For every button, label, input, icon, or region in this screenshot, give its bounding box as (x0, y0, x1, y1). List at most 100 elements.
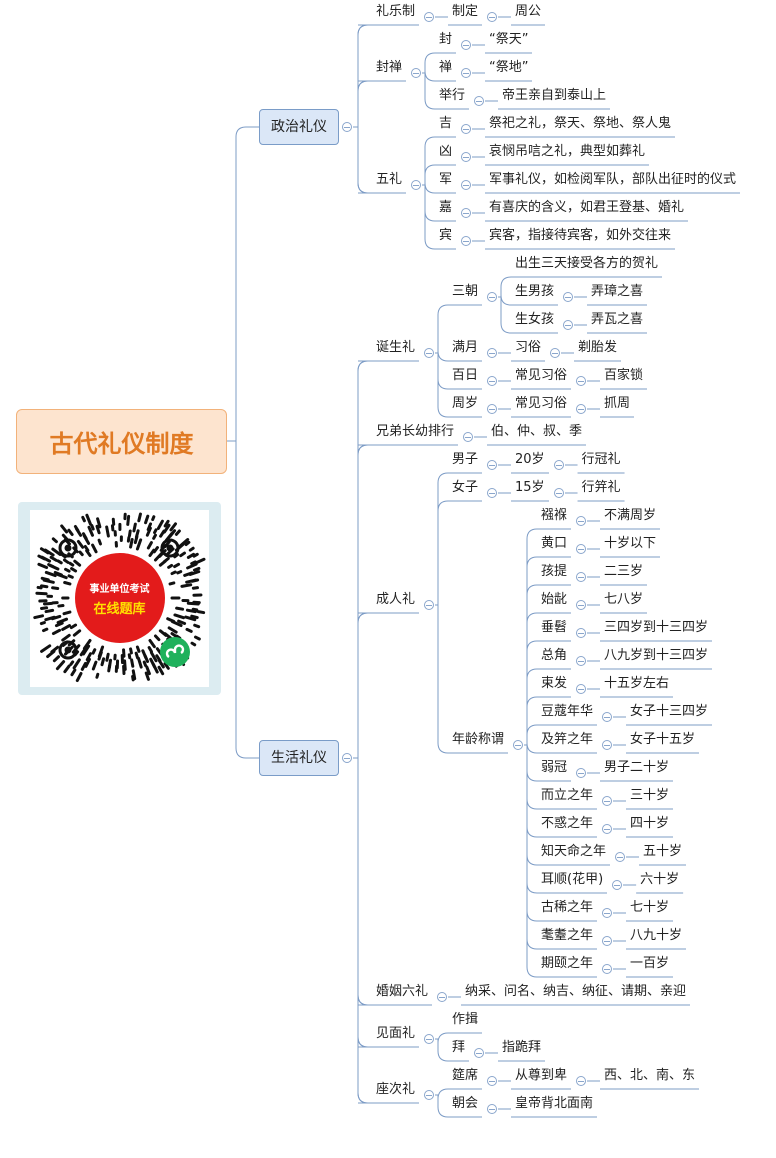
node-collapse-toggle[interactable] (576, 516, 586, 526)
topic-node[interactable]: 出生三天接受各方的贺礼 (515, 255, 658, 273)
node-collapse-toggle[interactable] (424, 1034, 434, 1044)
topic-node[interactable]: 嘉 (439, 199, 452, 217)
node-collapse-toggle[interactable] (550, 348, 560, 358)
topic-node[interactable]: 百家锁 (604, 367, 643, 385)
topic-node[interactable]: 周岁 (452, 395, 478, 413)
node-collapse-toggle[interactable] (461, 68, 471, 78)
topic-node[interactable]: 四十岁 (630, 815, 669, 833)
topic-node[interactable]: 皇帝背北面南 (515, 1095, 593, 1113)
topic-node[interactable]: 凶 (439, 143, 452, 161)
main-collapse-toggle[interactable] (342, 753, 352, 763)
topic-node[interactable]: 黄口 (541, 535, 567, 553)
node-collapse-toggle[interactable] (487, 348, 497, 358)
topic-node[interactable]: 纳采、问名、纳吉、纳征、请期、亲迎 (465, 983, 686, 1001)
node-collapse-toggle[interactable] (487, 488, 497, 498)
node-collapse-toggle[interactable] (487, 460, 497, 470)
topic-node[interactable]: 礼乐制 (376, 3, 415, 21)
node-collapse-toggle[interactable] (487, 404, 497, 414)
topic-node[interactable]: 生女孩 (515, 311, 554, 329)
topic-node[interactable]: 有喜庆的含义，如君王登基、婚礼 (489, 199, 684, 217)
topic-node[interactable]: 习俗 (515, 339, 541, 357)
topic-node[interactable]: 襁褓 (541, 507, 567, 525)
node-collapse-toggle[interactable] (612, 880, 622, 890)
node-collapse-toggle[interactable] (487, 12, 497, 22)
topic-node[interactable]: 男子二十岁 (604, 759, 669, 777)
node-collapse-toggle[interactable] (576, 544, 586, 554)
topic-node[interactable]: 垂髫 (541, 619, 567, 637)
node-collapse-toggle[interactable] (554, 460, 564, 470)
node-collapse-toggle[interactable] (554, 488, 564, 498)
node-collapse-toggle[interactable] (461, 40, 471, 50)
topic-node[interactable]: 总角 (541, 647, 567, 665)
node-collapse-toggle[interactable] (602, 908, 612, 918)
topic-node[interactable]: 成人礼 (376, 591, 415, 609)
node-collapse-toggle[interactable] (602, 964, 612, 974)
topic-node[interactable]: 举行 (439, 87, 465, 105)
node-collapse-toggle[interactable] (576, 628, 586, 638)
topic-node[interactable]: 弄璋之喜 (591, 283, 643, 301)
node-collapse-toggle[interactable] (437, 992, 447, 1002)
node-collapse-toggle[interactable] (602, 712, 612, 722)
topic-node[interactable]: 六十岁 (640, 871, 679, 889)
topic-node[interactable]: 禅 (439, 59, 452, 77)
topic-node[interactable]: 女子十五岁 (630, 731, 695, 749)
node-collapse-toggle[interactable] (424, 348, 434, 358)
topic-node[interactable]: 弱冠 (541, 759, 567, 777)
topic-node[interactable]: 常见习俗 (515, 395, 567, 413)
topic-node[interactable]: 古稀之年 (541, 899, 593, 917)
node-collapse-toggle[interactable] (474, 96, 484, 106)
main-collapse-toggle[interactable] (342, 122, 352, 132)
topic-node[interactable]: 而立之年 (541, 787, 593, 805)
topic-node[interactable]: 七十岁 (630, 899, 669, 917)
node-collapse-toggle[interactable] (424, 12, 434, 22)
node-collapse-toggle[interactable] (487, 1104, 497, 1114)
topic-node[interactable]: 宾 (439, 227, 452, 245)
topic-node[interactable]: 百日 (452, 367, 478, 385)
node-collapse-toggle[interactable] (576, 1076, 586, 1086)
topic-node[interactable]: 始龀 (541, 591, 567, 609)
node-collapse-toggle[interactable] (602, 936, 612, 946)
topic-node[interactable]: 女子 (452, 479, 478, 497)
topic-node[interactable]: 吉 (439, 115, 452, 133)
topic-node[interactable]: 五十岁 (643, 843, 682, 861)
topic-node[interactable]: 封禅 (376, 59, 402, 77)
topic-node[interactable]: 20岁 (515, 451, 545, 469)
node-collapse-toggle[interactable] (461, 180, 471, 190)
node-collapse-toggle[interactable] (602, 796, 612, 806)
topic-node[interactable]: 孩提 (541, 563, 567, 581)
node-collapse-toggle[interactable] (461, 208, 471, 218)
topic-node[interactable]: 五礼 (376, 171, 402, 189)
node-collapse-toggle[interactable] (487, 292, 497, 302)
topic-node[interactable]: 耳顺(花甲) (541, 871, 603, 889)
node-collapse-toggle[interactable] (461, 152, 471, 162)
topic-node[interactable]: 年龄称谓 (452, 731, 504, 749)
topic-node[interactable]: “祭地” (489, 59, 528, 77)
topic-node[interactable]: 耄耋之年 (541, 927, 593, 945)
node-collapse-toggle[interactable] (424, 600, 434, 610)
topic-node[interactable]: 知天命之年 (541, 843, 606, 861)
topic-node[interactable]: 十五岁左右 (604, 675, 669, 693)
topic-node[interactable]: 束发 (541, 675, 567, 693)
node-collapse-toggle[interactable] (576, 404, 586, 414)
topic-node[interactable]: 西、北、南、东 (604, 1067, 695, 1085)
node-collapse-toggle[interactable] (615, 852, 625, 862)
topic-node[interactable]: 制定 (452, 3, 478, 21)
node-collapse-toggle[interactable] (461, 236, 471, 246)
node-collapse-toggle[interactable] (576, 684, 586, 694)
topic-node[interactable]: 八九岁到十三四岁 (604, 647, 708, 665)
node-collapse-toggle[interactable] (576, 768, 586, 778)
topic-node[interactable]: 生男孩 (515, 283, 554, 301)
node-collapse-toggle[interactable] (576, 572, 586, 582)
topic-node[interactable]: 行笄礼 (582, 479, 621, 497)
topic-node[interactable]: 三四岁到十三四岁 (604, 619, 708, 637)
node-collapse-toggle[interactable] (602, 824, 612, 834)
topic-node[interactable]: 豆蔻年华 (541, 703, 593, 721)
node-collapse-toggle[interactable] (602, 740, 612, 750)
node-collapse-toggle[interactable] (463, 432, 473, 442)
topic-node[interactable]: 座次礼 (376, 1081, 415, 1099)
topic-node[interactable]: 周公 (515, 3, 541, 21)
node-collapse-toggle[interactable] (411, 180, 421, 190)
node-collapse-toggle[interactable] (576, 600, 586, 610)
topic-node[interactable]: 筵席 (452, 1067, 478, 1085)
topic-node[interactable]: 弄瓦之喜 (591, 311, 643, 329)
